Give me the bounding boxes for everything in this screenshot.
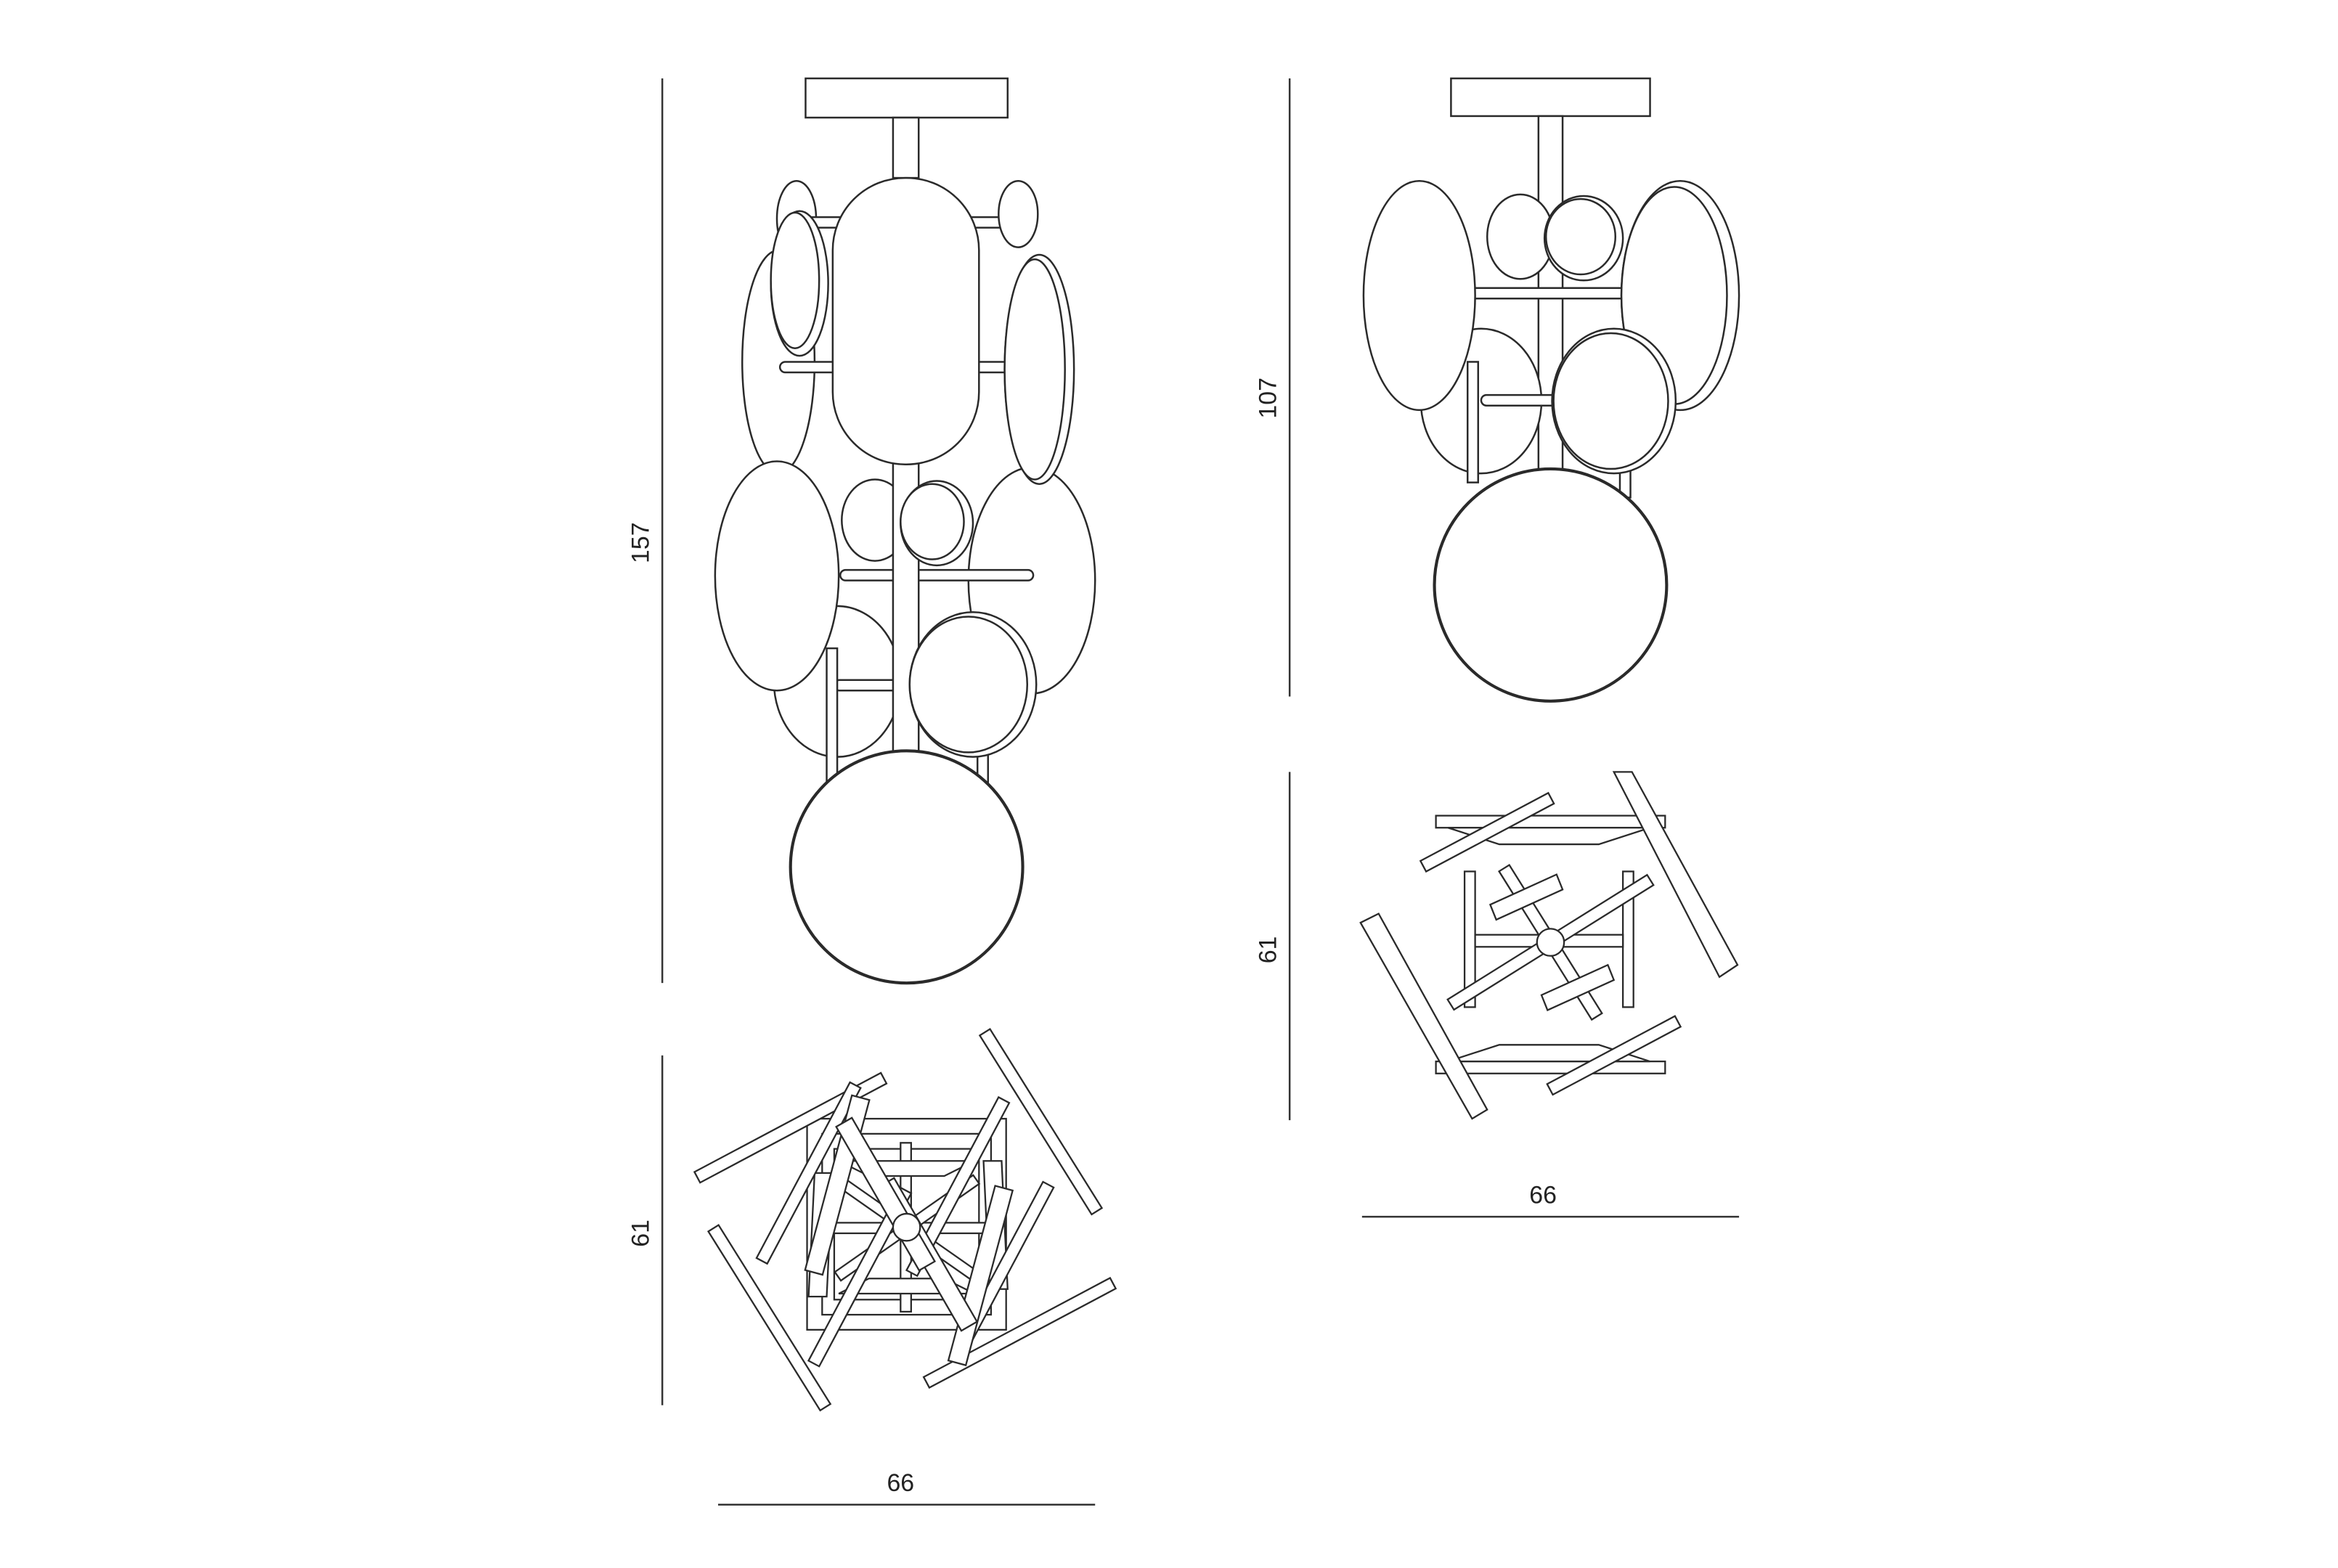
disc xyxy=(714,460,840,692)
small-plan-width-label: 66 xyxy=(1529,1181,1557,1209)
disc xyxy=(1544,197,1617,276)
large-fixture-plan xyxy=(693,1027,1117,1412)
disc-slab xyxy=(1359,912,1488,1120)
large-height-label: 157 xyxy=(627,522,654,563)
disc-bottom xyxy=(1433,467,1669,703)
disc-bottom xyxy=(789,749,1025,985)
disc xyxy=(998,179,1039,248)
disc xyxy=(900,483,965,560)
disc-slab xyxy=(1612,771,1739,979)
rod xyxy=(693,1071,888,1184)
small-height-label: 107 xyxy=(1254,377,1282,419)
rod xyxy=(905,1095,1011,1278)
small-plan-dimensions: 61 66 xyxy=(1254,772,1740,1218)
large-plan-depth-label: 61 xyxy=(627,1220,654,1247)
rod xyxy=(978,1027,1104,1216)
rod xyxy=(755,1081,862,1265)
rod xyxy=(706,1223,832,1412)
large-height-dimension: 157 xyxy=(627,78,664,984)
disc-slab xyxy=(1488,873,1564,921)
small-fixture-elevation xyxy=(1362,77,1740,703)
small-height-dimension: 107 xyxy=(1254,78,1291,697)
rod xyxy=(839,568,1035,581)
disc-oblong xyxy=(831,176,980,465)
rod xyxy=(1435,1061,1666,1074)
small-fixture-plan xyxy=(1359,771,1739,1120)
rod xyxy=(1480,393,1561,407)
large-plan-width-label: 66 xyxy=(887,1469,914,1497)
disc xyxy=(1003,258,1066,481)
rod xyxy=(1419,791,1555,873)
hub xyxy=(1536,928,1565,957)
large-plan-dimensions: 61 66 xyxy=(627,1055,1096,1506)
hub xyxy=(892,1212,921,1242)
disc xyxy=(908,616,1029,754)
canopy-plate xyxy=(805,77,1009,119)
canopy-plate xyxy=(1450,77,1651,118)
rod xyxy=(807,1186,913,1368)
rod xyxy=(922,1276,1117,1389)
disc xyxy=(770,211,820,350)
disc xyxy=(1362,179,1476,412)
rod xyxy=(1435,814,1666,829)
stem-rod xyxy=(892,116,920,179)
disc xyxy=(1486,193,1555,280)
frame-rod xyxy=(826,647,839,785)
disc-slab xyxy=(1540,963,1616,1012)
frame-rod xyxy=(1466,361,1480,483)
rod xyxy=(1546,1015,1682,1096)
small-plan-depth-label: 61 xyxy=(1254,936,1282,964)
large-fixture-elevation xyxy=(714,77,1096,985)
disc xyxy=(1552,332,1669,470)
